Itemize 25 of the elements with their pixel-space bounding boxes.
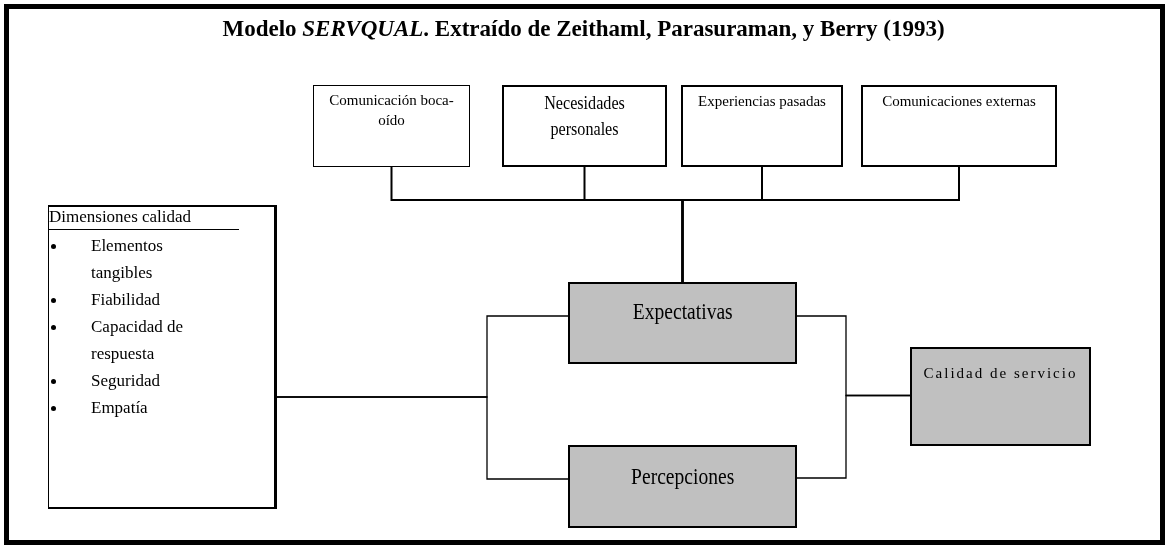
list-item: Elementos tangibles [91, 235, 164, 284]
list-item: Capacidad de respuesta [91, 316, 185, 365]
text-box [313, 85, 470, 167]
text-box [681, 85, 843, 167]
node-label: Percepciones [629, 463, 736, 491]
shaded-box [568, 445, 797, 528]
list-item: Seguridad [91, 370, 161, 392]
shaded-box [568, 282, 797, 364]
connector-line [681, 166, 960, 283]
text-box [502, 85, 667, 167]
node-label: Comunicación boca-oído [328, 91, 455, 131]
node-label: Experiencias pasadas [697, 92, 827, 111]
connector-line [276, 396, 569, 480]
node-label: Comunicaciones externas [881, 92, 1037, 111]
text-box [861, 85, 1057, 167]
list-item: Empatía [91, 397, 149, 419]
text-box [48, 205, 277, 509]
list-heading: Dimensiones calidad [49, 207, 239, 230]
connector-line [796, 394, 911, 479]
node-label: Necesidades personales [543, 91, 626, 141]
diagram-title: Modelo SERVQUAL. Extraído de Zeithaml, Parasuraman, y Berry (1993) [221, 16, 946, 42]
node-label: Calidad de servicio [922, 364, 1079, 383]
list-item: Fiabilidad [91, 289, 161, 311]
node-label: Expectativas [631, 298, 734, 326]
shaded-box [910, 347, 1091, 446]
